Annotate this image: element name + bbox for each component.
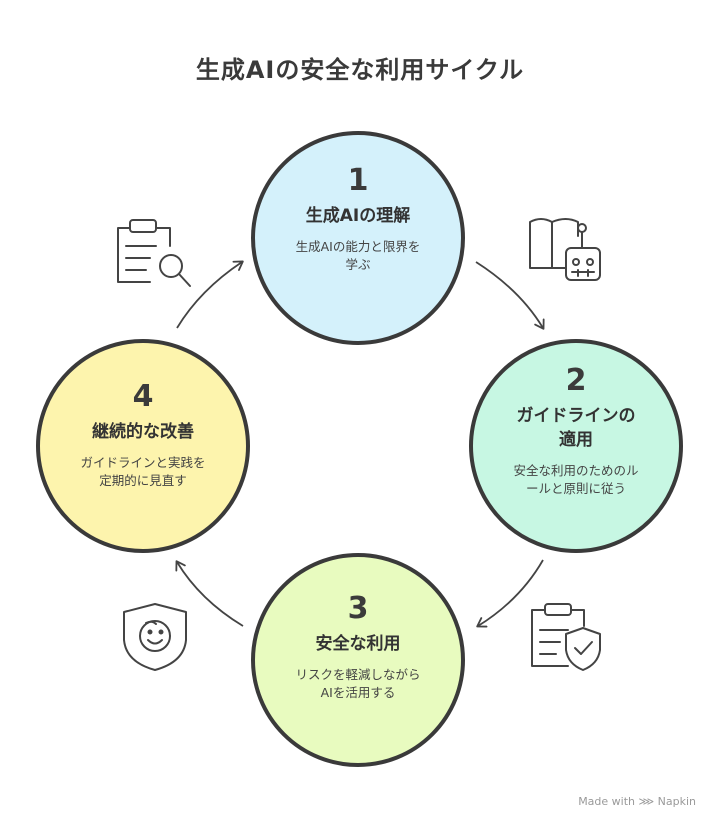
step-2-number: 2: [565, 363, 587, 398]
step-2-description-line-1: 安全な利用のためのル: [513, 463, 639, 478]
step-1-title: 生成AIの理解: [305, 206, 411, 226]
step-1-description-line-2: 学ぶ: [345, 257, 371, 272]
arrow-1-to-2: [475, 261, 545, 330]
napkin-watermark: Made with ⋙ Napkin: [578, 795, 696, 808]
step-2-description-line-2: ールと原則に従う: [525, 481, 626, 496]
step-3-description-line-1: リスクを軽減しながら: [295, 667, 421, 682]
step-3-description-line-2: AIを活用する: [320, 685, 396, 700]
step-2-title: ガイドラインの 適用: [481, 404, 671, 452]
arrow-3-to-4: [175, 560, 244, 627]
step-4-description-line-2: 定期的に見直す: [99, 473, 187, 488]
step-4-description-line-1: ガイドラインと実践を: [80, 455, 206, 470]
step-2: 2 ガイドラインの 適用 安全な利用のためのル ールと原則に従う: [481, 364, 671, 498]
arrow-2-to-3: [476, 559, 544, 628]
step-2-title-line-1: ガイドラインの: [516, 406, 636, 426]
step-3-number: 3: [347, 591, 369, 626]
step-1-circle: [251, 131, 465, 345]
smiley-shield-icon: [123, 603, 187, 671]
step-3-circle: [251, 553, 465, 767]
clipboard-shield-check-icon: [531, 603, 601, 671]
step-2-title-line-2: 適用: [559, 430, 593, 450]
step-2-circle: [469, 339, 683, 553]
step-4-circle: [36, 339, 250, 553]
clipboard-magnifier-icon: [117, 219, 191, 287]
step-4-title: 継続的な改善: [92, 422, 194, 442]
step-1-description-line-1: 生成AIの能力と限界を: [295, 239, 421, 254]
step-4-description: ガイドラインと実践を 定期的に見直す: [48, 454, 238, 490]
robot-reading-book-icon: [529, 218, 601, 281]
step-3-title: 安全な利用: [315, 634, 401, 654]
step-4: 4 継続的な改善 ガイドラインと実践を 定期的に見直す: [48, 380, 238, 490]
arrow-4-to-1: [176, 260, 244, 329]
step-3: 3 安全な利用 リスクを軽減しながら AIを活用する: [263, 592, 453, 702]
page-title: 生成AIの安全な利用サイクル: [195, 56, 525, 84]
step-3-description: リスクを軽減しながら AIを活用する: [263, 666, 453, 702]
step-1-description: 生成AIの能力と限界を 学ぶ: [263, 238, 453, 274]
step-4-number: 4: [132, 379, 154, 414]
step-1: 1 生成AIの理解 生成AIの能力と限界を 学ぶ: [263, 164, 453, 274]
step-1-number: 1: [347, 163, 369, 198]
step-2-description: 安全な利用のためのル ールと原則に従う: [481, 462, 671, 498]
